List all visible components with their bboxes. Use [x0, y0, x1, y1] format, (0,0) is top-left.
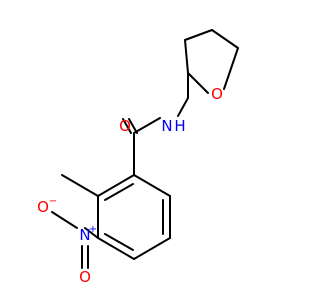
- ring-bond: [97, 237, 135, 260]
- amide-nitrogen-label: N: [161, 117, 172, 135]
- carbonyl-double-bond: [128, 118, 138, 134]
- nitro-oxygen-charge: −: [49, 196, 57, 207]
- ring-bond: [133, 174, 171, 197]
- amide-hydrogen-label: H: [174, 117, 185, 135]
- methyl-bond: [61, 174, 99, 197]
- thf-bond: [211, 29, 239, 49]
- nch2-bond: [177, 97, 189, 117]
- thf-bond: [184, 29, 213, 41]
- ring-bond: [133, 237, 171, 260]
- nitro-bond: [84, 227, 99, 239]
- nitro-nitrogen-label: N: [79, 226, 90, 244]
- atom-labels: O N H O N + O − O: [37, 85, 223, 286]
- thf-bond: [184, 39, 189, 74]
- ring-bond: [97, 174, 135, 197]
- thf-bond: [187, 72, 209, 94]
- carbonyl-double-bond: [122, 118, 132, 134]
- ring-double-bond: [104, 183, 134, 201]
- thf-bond: [223, 47, 239, 90]
- molecule-structure: O N H O N + O − O: [37, 29, 239, 286]
- ring-double-bond: [104, 233, 134, 251]
- nitro-single-bond: [51, 211, 78, 229]
- ring-oxygen-label: O: [211, 85, 223, 103]
- nitro-oxygen-label: O: [37, 198, 49, 216]
- carbonyl-oxygen-label: O: [119, 117, 131, 135]
- amide-bond: [133, 117, 161, 134]
- nitro-nitrogen-charge: +: [89, 224, 97, 235]
- bonds: [51, 29, 239, 269]
- nitro-oxygen-double-label: O: [79, 268, 91, 286]
